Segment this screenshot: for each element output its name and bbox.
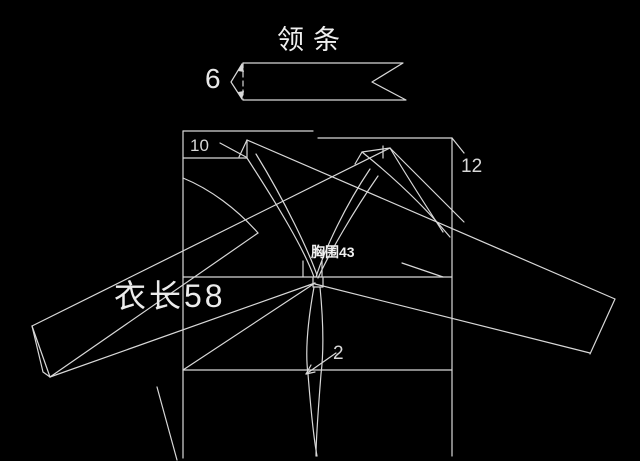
left-cuff-fold	[31, 325, 51, 378]
neckline-raglan-curves	[182, 145, 451, 279]
body-outline	[182, 130, 453, 459]
bust-point-lines	[49, 282, 316, 378]
dim10-box	[182, 139, 248, 159]
dart-width-dim: 2	[333, 343, 344, 364]
dim6-arrows	[230, 63, 244, 100]
left-armhole-curve	[182, 177, 259, 234]
left-sleeve	[31, 147, 391, 378]
collar-strip-title: 领条	[277, 25, 349, 55]
dim2-arrow	[305, 352, 337, 375]
right-sleeve-bottom-edge	[314, 283, 591, 354]
garment-length-label: 衣长58	[114, 278, 226, 314]
right-sleeve-top-edge	[246, 139, 616, 300]
left-sleeve-bottom-edge	[49, 232, 259, 378]
bust-leader-line	[401, 262, 444, 278]
bust-label: 胸围43	[311, 244, 355, 260]
back-neck-width-dim: 10	[190, 136, 209, 155]
right-sleeve	[246, 139, 616, 355]
right-cuff	[589, 298, 616, 355]
left-sleeve-top-edge	[31, 147, 391, 327]
front-edge-line	[156, 386, 178, 461]
dim12-ticks	[389, 137, 465, 223]
armhole-depth-dim: 12	[461, 156, 483, 177]
left-cuff	[31, 325, 51, 378]
bust-point-detail	[302, 260, 324, 288]
right-armhole-curve	[361, 151, 451, 238]
collar-strip-outline	[242, 62, 407, 101]
collar-width-dim: 6	[205, 63, 221, 94]
